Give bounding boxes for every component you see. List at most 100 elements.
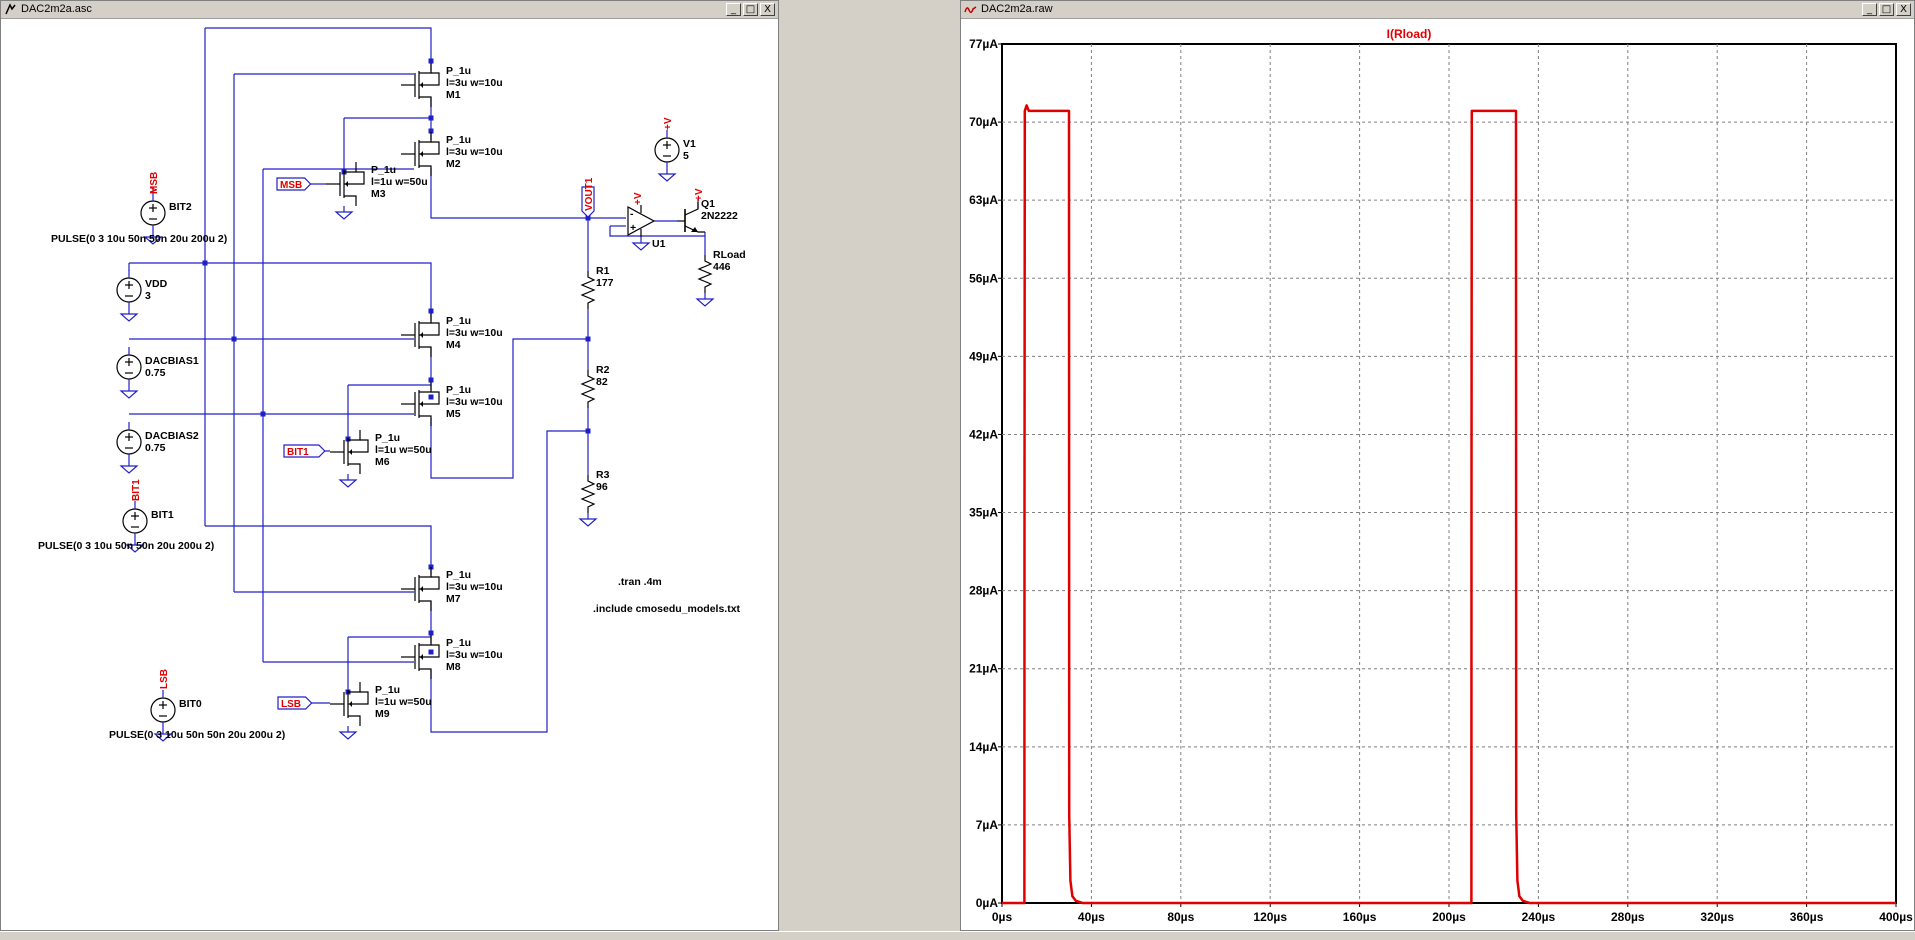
wire-junction (428, 128, 434, 134)
transistor-name-label: M3 (371, 188, 386, 200)
wire-junction (585, 336, 591, 342)
pmos-m6[interactable] (330, 430, 369, 474)
waveform-app-icon (964, 6, 977, 13)
net-flag-text: VOUT1 (584, 177, 595, 211)
pmos-m4[interactable] (401, 313, 440, 357)
schematic-titlebar[interactable]: DAC2m2a.asc _ □ X (1, 1, 778, 19)
waveform-plot[interactable]: 0µA7µA14µA21µA28µA35µA42µA49µA56µA63µA70… (961, 19, 1914, 930)
status-bar (0, 931, 1915, 940)
pmos-m3[interactable] (326, 162, 365, 206)
x-tick-label: 400µs (1879, 910, 1913, 924)
svg-text:-: - (630, 208, 634, 220)
close-button[interactable]: X (760, 3, 775, 16)
transistor-model-label: P_1u (446, 65, 471, 77)
transistor-name-label: M9 (375, 708, 390, 720)
net-flag-text: MSB (280, 180, 302, 191)
source-name-label: V1 (683, 138, 696, 150)
opamp-u1[interactable]: -+ (627, 205, 656, 237)
y-tick-label: 49µA (969, 349, 998, 363)
source-value-label: PULSE(0 3 10u 50n 50n 20u 200u 2) (109, 729, 285, 741)
y-tick-label: 63µA (969, 193, 998, 207)
resistor-value-label: 82 (596, 376, 608, 388)
y-axis-ticks: 0µA7µA14µA21µA28µA35µA42µA49µA56µA63µA70… (969, 37, 1002, 910)
voltage-source-vdd[interactable] (116, 270, 142, 308)
wire-junction (585, 428, 591, 434)
voltage-source-bit0[interactable] (150, 690, 176, 728)
minimize-button[interactable]: _ (726, 3, 741, 16)
source-value-label: PULSE(0 3 10u 50n 50n 20u 200u 2) (38, 540, 214, 552)
ground-symbol (578, 513, 598, 527)
resistor-r3[interactable] (580, 475, 596, 513)
y-tick-label: 35µA (969, 506, 998, 520)
wire-junction (260, 411, 266, 417)
x-tick-label: 320µs (1700, 910, 1734, 924)
ground-symbol (338, 726, 358, 740)
close-button[interactable]: X (1896, 3, 1911, 16)
waveform-titlebar[interactable]: DAC2m2a.raw _ □ X (961, 1, 1914, 19)
resistor-rload[interactable] (697, 255, 713, 293)
ground-symbol (338, 474, 358, 488)
restore-button[interactable]: □ (743, 3, 758, 16)
transistor-size-label: l=1u w=50u (375, 696, 432, 708)
minimize-button[interactable]: _ (1862, 3, 1877, 16)
voltage-source-v1[interactable] (654, 130, 680, 168)
schematic-title: DAC2m2a.asc (21, 3, 92, 15)
pmos-m2[interactable] (401, 132, 440, 176)
restore-button[interactable]: □ (1879, 3, 1894, 16)
resistor-r2[interactable] (580, 370, 596, 408)
pmos-m1[interactable] (401, 63, 440, 107)
ground-symbol (119, 460, 139, 474)
ground-symbol (143, 231, 163, 245)
net-flag-text: LSB (281, 699, 301, 710)
ground-symbol (695, 293, 715, 307)
bjt-q1[interactable] (677, 202, 705, 233)
voltage-source-dacbias1[interactable] (116, 347, 142, 385)
wire-junction (428, 394, 434, 400)
source-value-label: 3 (145, 290, 151, 302)
voltage-source-bit2[interactable] (140, 193, 166, 231)
pmos-m8[interactable] (401, 635, 440, 679)
resistor-value-label: 446 (713, 261, 731, 273)
transistor-size-label: l=3u w=10u (446, 581, 503, 593)
transistor-model-label: P_1u (375, 684, 400, 696)
source-name-label: BIT2 (169, 201, 192, 213)
transistor-size-label: l=1u w=50u (371, 176, 428, 188)
y-tick-label: 28µA (969, 584, 998, 598)
transistor-name-label: M5 (446, 408, 461, 420)
resistor-name-label: R3 (596, 469, 610, 481)
wire-junction (428, 58, 434, 64)
source-value-label: PULSE(0 3 10u 50n 50n 20u 200u 2) (51, 233, 227, 245)
x-tick-label: 280µs (1611, 910, 1645, 924)
plot-series (1002, 104, 1896, 905)
y-tick-label: 70µA (969, 115, 998, 129)
net-label-msb: MSB (149, 172, 160, 194)
ground-symbol (119, 385, 139, 399)
svg-text:+: + (630, 222, 636, 234)
voltage-source-bit1[interactable] (122, 501, 148, 539)
net-flag-bit1 (283, 444, 326, 458)
voltage-source-dacbias2[interactable] (116, 422, 142, 460)
wire-junction (428, 308, 434, 314)
wire-junction (585, 215, 591, 221)
source-value-label: 0.75 (145, 442, 166, 454)
pmos-m5[interactable] (401, 382, 440, 426)
pmos-m7[interactable] (401, 567, 440, 611)
wire-junction (428, 649, 434, 655)
resistor-name-label: RLoad (713, 249, 746, 261)
source-value-label: 0.75 (145, 367, 166, 379)
transistor-model-label: P_1u (375, 432, 400, 444)
resistor-value-label: 177 (596, 277, 614, 289)
transistor-model-label: P_1u (446, 569, 471, 581)
pmos-m9[interactable] (330, 682, 369, 726)
transistor-size-label: l=1u w=50u (375, 444, 432, 456)
resistor-r1[interactable] (580, 271, 596, 309)
transistor-name-label: M8 (446, 661, 461, 673)
spice-directive: .include cmosedu_models.txt (593, 603, 741, 615)
